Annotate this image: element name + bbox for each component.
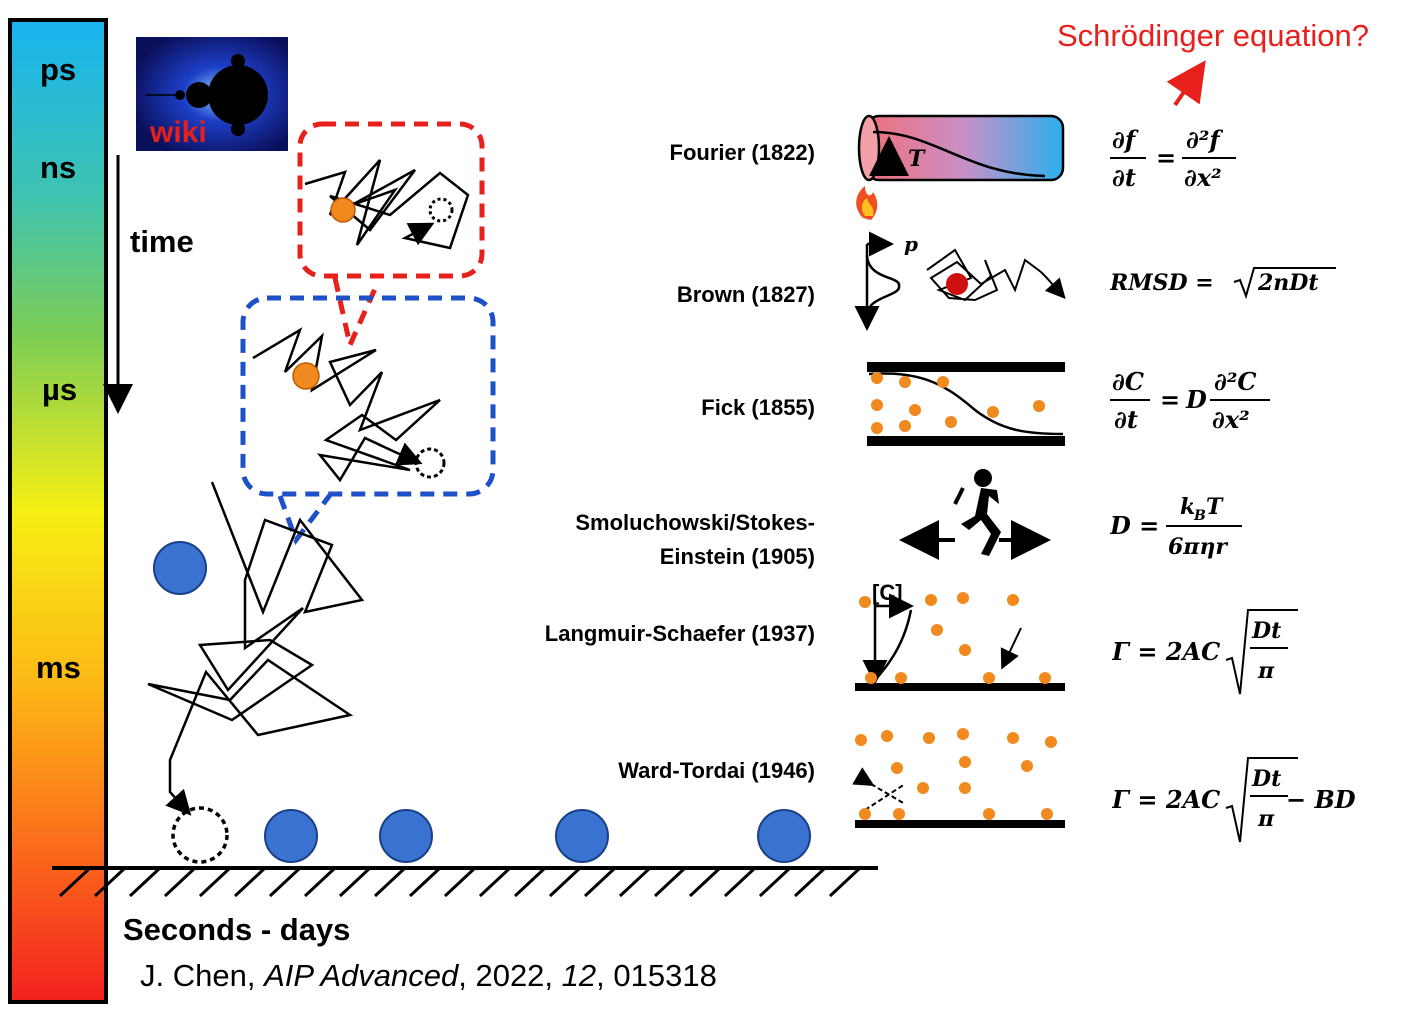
large-walk-particle bbox=[153, 541, 207, 595]
svg-text:Γ = 2AC: Γ = 2AC bbox=[1112, 785, 1220, 814]
equation-langmuir-schaefer: Γ = 2AC Dt π bbox=[1111, 606, 1312, 704]
equation-fick: ∂C ∂t = D ∂²C ∂x² bbox=[1110, 362, 1280, 442]
equation-stokes-einstein: D = k B T 6πηr bbox=[1109, 488, 1260, 568]
brown-random-walk bbox=[854, 231, 1066, 331]
svg-text:Dt: Dt bbox=[1251, 618, 1281, 644]
svg-text:Dt: Dt bbox=[1251, 766, 1281, 792]
equation-ward-tordai: Γ = 2AC Dt π − BD bbox=[1111, 754, 1372, 852]
schrodinger-question: Schrödinger equation? bbox=[1057, 18, 1369, 53]
svg-text:− BD: − BD bbox=[1286, 785, 1356, 814]
law-fourier: Fourier (1822) bbox=[669, 140, 816, 165]
floor-particle bbox=[379, 809, 433, 863]
fourier-T-label: T bbox=[908, 146, 925, 172]
timescale-label-ns: ns bbox=[40, 150, 77, 185]
law-illustrations bbox=[852, 114, 1066, 828]
law-ward-tordai: Ward-Tordai (1946) bbox=[618, 758, 815, 783]
svg-text:2nDt: 2nDt bbox=[1257, 270, 1319, 296]
equation-fourier: ∂f ∂t = ∂²f ∂x² bbox=[1110, 120, 1250, 200]
svg-text:Γ = 2AC: Γ = 2AC bbox=[1112, 637, 1220, 666]
law-fick: Fick (1855) bbox=[701, 395, 815, 420]
svg-text:RMSD =: RMSD = bbox=[1110, 270, 1214, 296]
red-walk-target bbox=[428, 197, 454, 223]
langmuir-schaefer-adsorption bbox=[855, 592, 1065, 691]
svg-text:∂²C: ∂²C bbox=[1214, 367, 1256, 396]
timescale-bar bbox=[8, 18, 108, 1004]
svg-text:D =: D = bbox=[1110, 511, 1159, 540]
svg-text:k: k bbox=[1180, 494, 1195, 520]
svg-text:B: B bbox=[1193, 508, 1206, 524]
svg-text:∂t: ∂t bbox=[1112, 163, 1136, 192]
svg-text:π: π bbox=[1257, 658, 1275, 684]
mandelbrot-image bbox=[136, 37, 288, 151]
floor-particle bbox=[757, 809, 811, 863]
law-stokes-einstein: Smoluchowski/Stokes- Einstein (1905) bbox=[575, 510, 815, 569]
svg-text:=: = bbox=[1160, 385, 1180, 414]
wiki-badge: wiki bbox=[150, 116, 207, 149]
red-zoom-connector bbox=[332, 277, 381, 353]
citation: J. Chen, AIP Advanced, 2022, 12, 015318 bbox=[140, 958, 717, 993]
stokes-einstein-walker bbox=[899, 469, 1051, 560]
svg-text:∂f: ∂f bbox=[1112, 125, 1139, 154]
concentration-label: [C] bbox=[872, 580, 903, 605]
blue-walk-target bbox=[414, 447, 446, 479]
law-langmuir-schaefer: Langmuir-Schaefer (1937) bbox=[544, 621, 815, 646]
svg-text:6πηr: 6πηr bbox=[1168, 534, 1228, 560]
svg-text:∂x²: ∂x² bbox=[1184, 163, 1222, 192]
red-walk-particle bbox=[330, 197, 356, 223]
blue-zoom-box bbox=[240, 295, 496, 497]
ward-tordai-adsorption bbox=[852, 728, 1065, 828]
svg-text:∂²f: ∂²f bbox=[1186, 125, 1223, 154]
blue-walk-path bbox=[252, 327, 441, 483]
time-label: time bbox=[130, 224, 194, 259]
blue-walk-particle bbox=[292, 362, 320, 390]
svg-text:π: π bbox=[1257, 806, 1275, 832]
svg-text:∂x²: ∂x² bbox=[1212, 405, 1250, 434]
large-walk-path bbox=[147, 481, 365, 816]
schrodinger-arrow bbox=[1166, 60, 1206, 107]
floor-particle bbox=[555, 809, 609, 863]
fourier-heated-rod bbox=[856, 114, 1065, 220]
equation-brown: RMSD = 2nDt bbox=[1109, 262, 1340, 308]
red-zoom-box bbox=[297, 121, 485, 279]
random-walk-diagram bbox=[52, 121, 878, 898]
seconds-days-label: Seconds - days bbox=[123, 912, 351, 947]
svg-text:∂C: ∂C bbox=[1112, 367, 1144, 396]
fick-diffusion-channel bbox=[867, 362, 1065, 446]
blue-zoom-connector bbox=[277, 493, 332, 546]
brown-p-label: p bbox=[904, 232, 918, 256]
svg-text:T: T bbox=[1206, 494, 1224, 520]
svg-text:∂t: ∂t bbox=[1114, 405, 1138, 434]
timescale-label-us: µs bbox=[42, 372, 78, 407]
red-walk-path bbox=[304, 159, 470, 250]
svg-text:=: = bbox=[1156, 143, 1176, 172]
timescale-label-ms: ms bbox=[36, 650, 81, 685]
floor-particle bbox=[264, 809, 318, 863]
svg-text:D: D bbox=[1185, 385, 1207, 414]
law-brown: Brown (1827) bbox=[676, 282, 815, 307]
large-walk-target bbox=[171, 806, 229, 864]
timescale-label-ps: ps bbox=[40, 52, 77, 87]
